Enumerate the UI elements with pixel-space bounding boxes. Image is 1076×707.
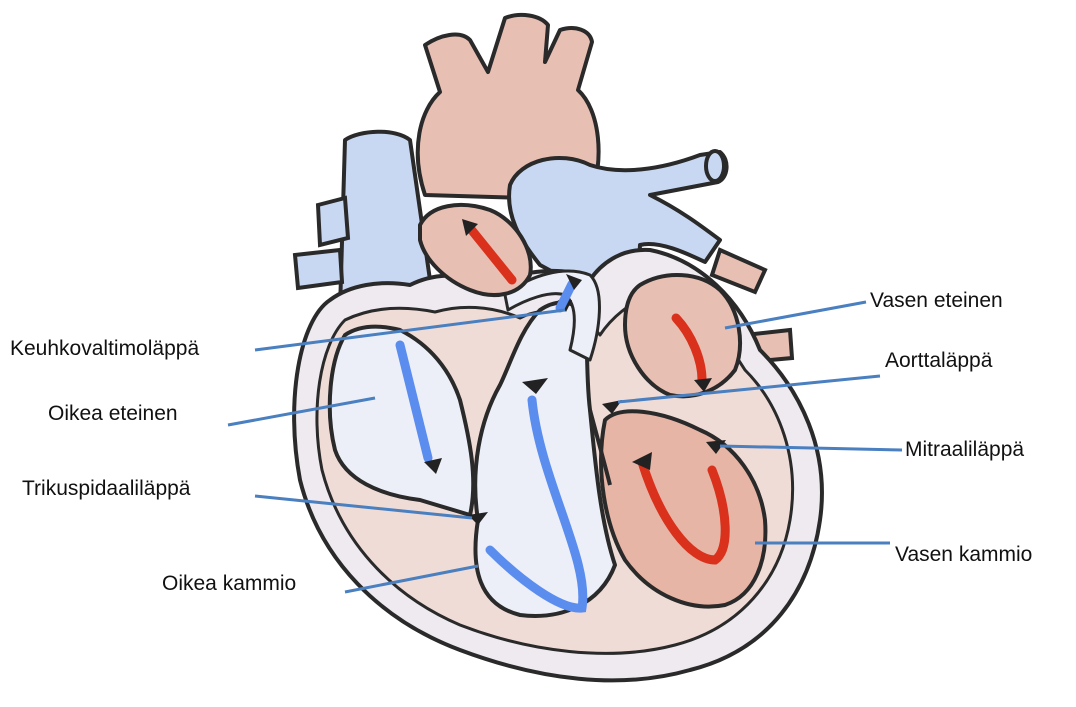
label-keuhkovaltimolappa: Keuhkovaltimoläppä xyxy=(10,338,199,359)
label-oikea-kammio: Oikea kammio xyxy=(162,573,296,594)
leader-vasen-eteinen xyxy=(725,302,866,328)
label-vasen-kammio: Vasen kammio xyxy=(895,544,1032,565)
label-trikuspidaalilappa: Trikuspidaaliläppä xyxy=(22,478,190,499)
pulmonary-artery-opening xyxy=(706,151,724,181)
label-vasen-eteinen: Vasen eteinen xyxy=(870,290,1003,311)
pulmonary-vein-top xyxy=(712,250,765,292)
left-vessel-stub-bottom xyxy=(295,250,342,288)
label-mitraalilappa: Mitraaliläppä xyxy=(905,439,1024,460)
label-oikea-eteinen: Oikea eteinen xyxy=(48,403,178,424)
label-aorttalappa: Aorttaläppä xyxy=(885,350,992,371)
left-vessel-stub-top xyxy=(318,198,348,245)
